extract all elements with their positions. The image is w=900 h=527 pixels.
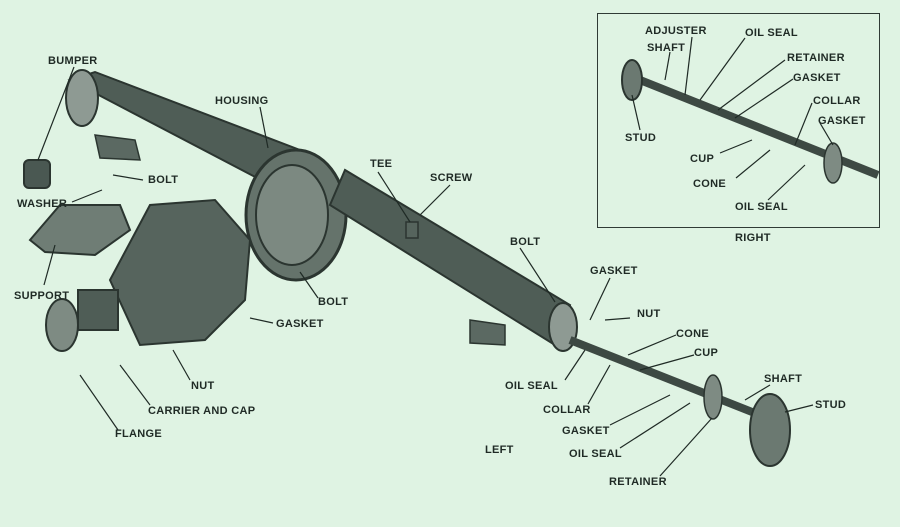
companion-flange — [45, 298, 79, 352]
leader-screw — [419, 184, 451, 216]
inset-label-gasket-right: GASKET — [818, 115, 866, 127]
label-collar-left: COLLAR — [543, 404, 591, 416]
right-side-inset-frame — [597, 13, 880, 228]
label-screw: SCREW — [430, 172, 473, 184]
leader-inset-stud — [631, 94, 641, 131]
leader-gasket-carrier — [249, 317, 274, 324]
leader-bolt-top — [112, 174, 144, 181]
bumper-block — [23, 159, 51, 189]
leader-inset-collar — [794, 102, 813, 146]
support-bracket — [28, 204, 132, 257]
label-shaft-left: SHAFT — [764, 373, 803, 385]
label-oil-seal-left: OIL SEAL — [569, 448, 622, 460]
leader-bolt-left-end — [519, 247, 556, 303]
leader-nut-left-end — [604, 317, 631, 321]
leader-inset-gasket-top — [734, 78, 794, 119]
label-oil-seal-left-inner: OIL SEAL — [505, 380, 558, 392]
label-tee: TEE — [370, 158, 393, 170]
right-gasket-disc — [823, 142, 843, 184]
housing-right-tube — [328, 168, 572, 347]
leader-inset-oil-seal-bottom — [767, 164, 806, 201]
leader-carrier — [119, 364, 151, 406]
label-gasket-carrier: GASKET — [276, 318, 324, 330]
leader-bumper — [37, 66, 75, 161]
leader-bolt-carrier — [299, 271, 319, 299]
leader-housing — [259, 106, 269, 149]
spring-seat-left — [94, 134, 141, 161]
label-bumper: BUMPER — [48, 55, 98, 67]
label-support: SUPPORT — [14, 290, 70, 302]
inset-label-cup: CUP — [690, 153, 715, 165]
leader-inset-cup — [719, 139, 753, 154]
label-cone-left: CONE — [676, 328, 709, 340]
label-stud-left: STUD — [815, 399, 847, 411]
label-gasket-left: GASKET — [562, 425, 610, 437]
inset-label-gasket-top: GASKET — [793, 72, 841, 84]
tee-fitting — [405, 221, 419, 239]
left-axle-shaft — [568, 336, 787, 429]
label-housing: HOUSING — [215, 95, 269, 107]
carrier-body — [108, 198, 252, 347]
leader-shaft-left — [744, 384, 771, 401]
label-cup-left: CUP — [694, 347, 719, 359]
leader-inset-gasket-right — [819, 122, 834, 146]
inset-label-collar: COLLAR — [813, 95, 861, 107]
leader-cup-left — [639, 354, 695, 371]
pinion-neck — [77, 289, 119, 331]
label-gasket-left-end: GASKET — [590, 265, 638, 277]
leader-oil-seal-left — [619, 402, 691, 449]
left-wheel-flange — [749, 393, 791, 467]
left-retainer-disc — [703, 374, 723, 420]
leader-flange — [79, 374, 119, 431]
leader-inset-adjuster — [684, 36, 693, 96]
leader-gasket-left — [609, 394, 671, 426]
leader-washer — [71, 189, 103, 203]
right-wheel-flange — [621, 59, 643, 101]
leader-cone-left — [627, 334, 677, 356]
housing-left-end — [65, 69, 99, 127]
inset-label-stud: STUD — [625, 132, 657, 144]
label-bolt-top: BOLT — [148, 174, 179, 186]
label-nut-left-end: NUT — [637, 308, 661, 320]
leader-stud-left — [784, 404, 814, 413]
inset-label-adjuster: ADJUSTER — [645, 25, 707, 37]
housing-right-end — [548, 302, 578, 352]
label-bolt-carrier: BOLT — [318, 296, 349, 308]
housing-center-opening — [255, 164, 329, 266]
leader-inset-retainer — [717, 59, 786, 111]
leader-support — [43, 244, 56, 286]
label-washer: WASHER — [17, 198, 68, 210]
leader-inset-shaft — [664, 51, 671, 81]
leader-nut-carrier — [172, 349, 191, 381]
leader-inset-cone — [735, 149, 771, 179]
label-bolt-left-end: BOLT — [510, 236, 541, 248]
inset-label-shaft: SHAFT — [647, 42, 686, 54]
leader-tee — [377, 171, 411, 223]
leader-collar-left — [587, 364, 611, 405]
inset-label-caption: RIGHT — [735, 232, 771, 244]
label-left-caption: LEFT — [485, 444, 514, 456]
label-retainer-left: RETAINER — [609, 476, 667, 488]
leader-retainer-left — [659, 417, 713, 477]
label-carrier-and-cap: CARRIER AND CAP — [148, 405, 256, 417]
inset-label-oil-seal-top: OIL SEAL — [745, 27, 798, 39]
spring-seat-right — [469, 319, 506, 346]
label-flange: FLANGE — [115, 428, 163, 440]
inset-label-retainer: RETAINER — [787, 52, 845, 64]
label-nut-carrier: NUT — [191, 380, 215, 392]
leader-oil-seal-left-inner — [564, 349, 586, 381]
leader-gasket-left-end — [589, 277, 611, 321]
inset-label-cone: CONE — [693, 178, 726, 190]
leader-inset-oil-seal-top — [699, 37, 746, 101]
inset-label-oil-seal-bottom: OIL SEAL — [735, 201, 788, 213]
